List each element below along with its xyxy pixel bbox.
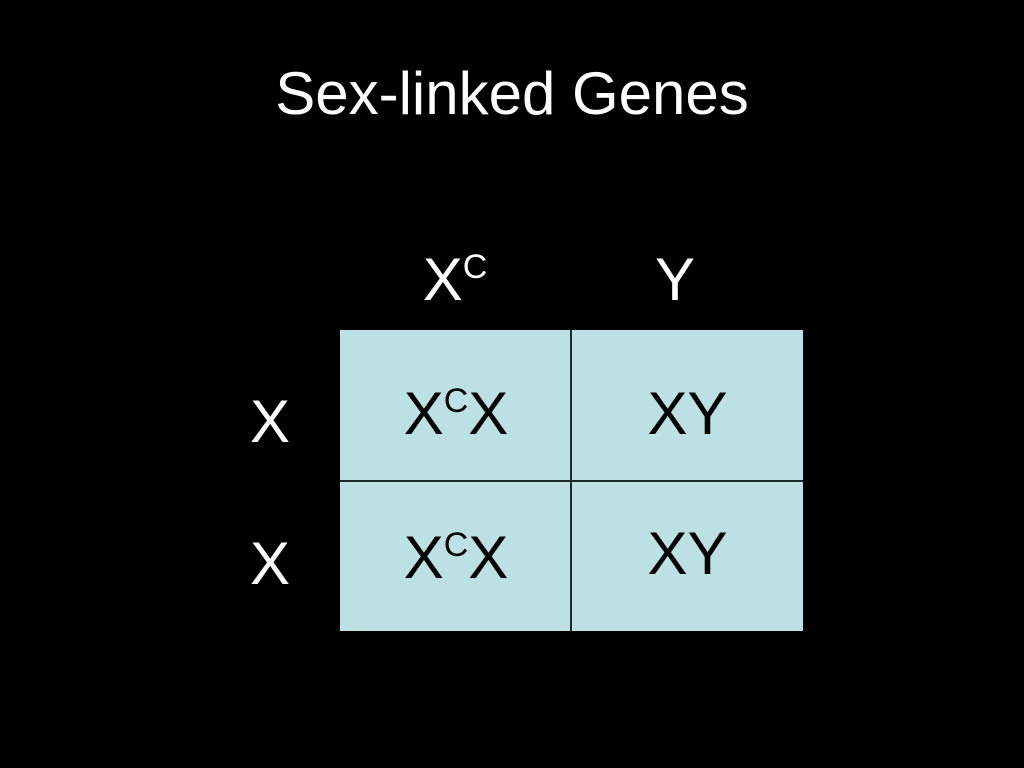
grid-divider-horizontal <box>340 480 803 482</box>
column-header-base: X <box>422 246 463 313</box>
punnett-cell-r1-c1: XCX <box>340 384 572 444</box>
row-header-x-1: X <box>249 388 291 455</box>
punnett-cell-r2-c2: XY <box>572 524 803 584</box>
punnett-cell-r2-c1: XCX <box>340 528 572 588</box>
cell-allele: X <box>403 380 444 447</box>
slide-title: Sex-linked Genes <box>275 60 749 127</box>
column-header-base: Y <box>654 246 696 313</box>
cell-superscript: C <box>443 382 469 420</box>
punnett-square: XCX XY XCX XY <box>340 330 803 631</box>
cell-allele: X <box>468 524 509 591</box>
column-header-xc: XC <box>380 250 530 310</box>
column-header-superscript: C <box>462 248 488 286</box>
cell-allele: XY <box>647 520 728 587</box>
cell-allele: X <box>403 524 444 591</box>
cell-superscript: C <box>443 526 469 564</box>
cell-allele: X <box>468 380 509 447</box>
punnett-cell-r1-c2: XY <box>572 384 803 444</box>
row-header-x-2: X <box>249 530 291 597</box>
cell-allele: XY <box>647 380 728 447</box>
column-header-y: Y <box>600 250 750 310</box>
